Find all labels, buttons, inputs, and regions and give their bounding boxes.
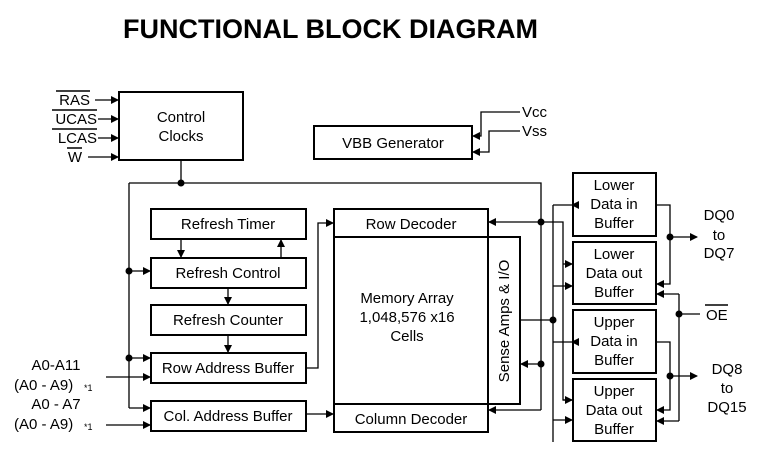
col-address-buffer-label: Col. Address Buffer: [164, 408, 293, 425]
vss-line: [472, 130, 520, 156]
refresh-counter-block: Refresh Counter: [150, 304, 307, 336]
row-address-label-1: A0-A11: [32, 357, 81, 374]
refresh-timer-label: Refresh Timer: [181, 216, 275, 233]
dq-low-label-1: DQ0: [704, 207, 735, 224]
lower-data-in-label-3: Buffer: [594, 215, 634, 232]
dq-high-label-1: DQ8: [712, 361, 743, 378]
row-address-buffer-label: Row Address Buffer: [162, 360, 294, 377]
row-address-note: *1: [84, 383, 93, 393]
memory-array-block: Row Decoder Column Decoder Memory Array …: [333, 208, 489, 433]
dq-high-label-2: to: [721, 380, 734, 397]
memory-array-label-1: Memory Array: [360, 290, 454, 307]
data-outputs: DQ0 to DQ7 OE DQ8 to DQ15: [704, 207, 747, 416]
col-address-label-2: (A0 - A9): [14, 416, 73, 433]
refresh-control-label: Refresh Control: [175, 265, 280, 282]
power-inputs: Vcc Vss: [472, 104, 548, 156]
control-signal-inputs: RAS UCAS LCAS W: [52, 90, 119, 166]
upper-data-in-label-2: Data in: [590, 333, 638, 350]
upper-data-out-label-3: Buffer: [594, 421, 634, 438]
lower-data-in-label-1: Lower: [594, 177, 635, 194]
vbb-generator-block: VBB Generator: [313, 125, 473, 160]
row-decoder-label: Row Decoder: [366, 216, 457, 233]
upper-data-in-label-1: Upper: [594, 314, 635, 331]
dq-low-label-2: to: [713, 227, 726, 244]
control-clocks-label-1: Control: [157, 109, 205, 126]
control-clocks-block: Control Clocks: [118, 91, 244, 161]
refresh-timer-block: Refresh Timer: [150, 208, 307, 240]
diagram-title: FUNCTIONAL BLOCK DIAGRAM: [123, 14, 538, 44]
vss-label: Vss: [522, 123, 547, 140]
upper-data-out-label-1: Upper: [594, 383, 635, 400]
control-clocks-label-2: Clocks: [158, 128, 203, 145]
row-address-label-2: (A0 - A9): [14, 377, 73, 394]
row-address-buffer-block: Row Address Buffer: [150, 352, 307, 384]
lower-data-out-label-2: Data out: [586, 265, 644, 282]
sense-amps-label: Sense Amps & I/O: [496, 260, 513, 383]
refresh-control-block: Refresh Control: [150, 257, 307, 289]
lcas-label: LCAS: [58, 130, 97, 147]
ras-label: RAS: [59, 92, 90, 109]
lower-data-out-buffer-block: Lower Data out Buffer: [572, 241, 657, 305]
vcc-label: Vcc: [522, 104, 548, 121]
upper-data-out-label-2: Data out: [586, 402, 644, 419]
upper-data-out-buffer-block: Upper Data out Buffer: [572, 378, 657, 442]
col-address-label-1: A0 - A7: [31, 396, 80, 413]
address-inputs: A0-A11 (A0 - A9) *1 A0 - A7 (A0 - A9) *1: [14, 357, 151, 433]
memory-array-label-2: 1,048,576 x16: [359, 309, 454, 326]
ucas-label: UCAS: [55, 111, 97, 128]
col-address-note: *1: [84, 422, 93, 432]
lower-data-out-label-1: Lower: [594, 246, 635, 263]
dq-high-label-3: DQ15: [707, 399, 746, 416]
w-label: W: [68, 149, 83, 166]
vcc-line: [472, 111, 520, 140]
oe-label: OE: [706, 307, 728, 324]
junction-dots: [125, 179, 683, 380]
dq-low-label-3: DQ7: [704, 245, 735, 262]
column-decoder-label: Column Decoder: [355, 411, 468, 428]
col-address-buffer-block: Col. Address Buffer: [150, 400, 307, 432]
vbb-generator-label: VBB Generator: [342, 135, 444, 152]
sense-amps-block: Sense Amps & I/O: [487, 236, 521, 405]
upper-data-in-label-3: Buffer: [594, 352, 634, 369]
lower-data-in-label-2: Data in: [590, 196, 638, 213]
lower-data-out-label-3: Buffer: [594, 284, 634, 301]
lower-data-in-buffer-block: Lower Data in Buffer: [572, 172, 657, 237]
upper-data-in-buffer-block: Upper Data in Buffer: [572, 309, 657, 374]
refresh-counter-label: Refresh Counter: [173, 312, 283, 329]
memory-array-label-3: Cells: [390, 328, 423, 345]
